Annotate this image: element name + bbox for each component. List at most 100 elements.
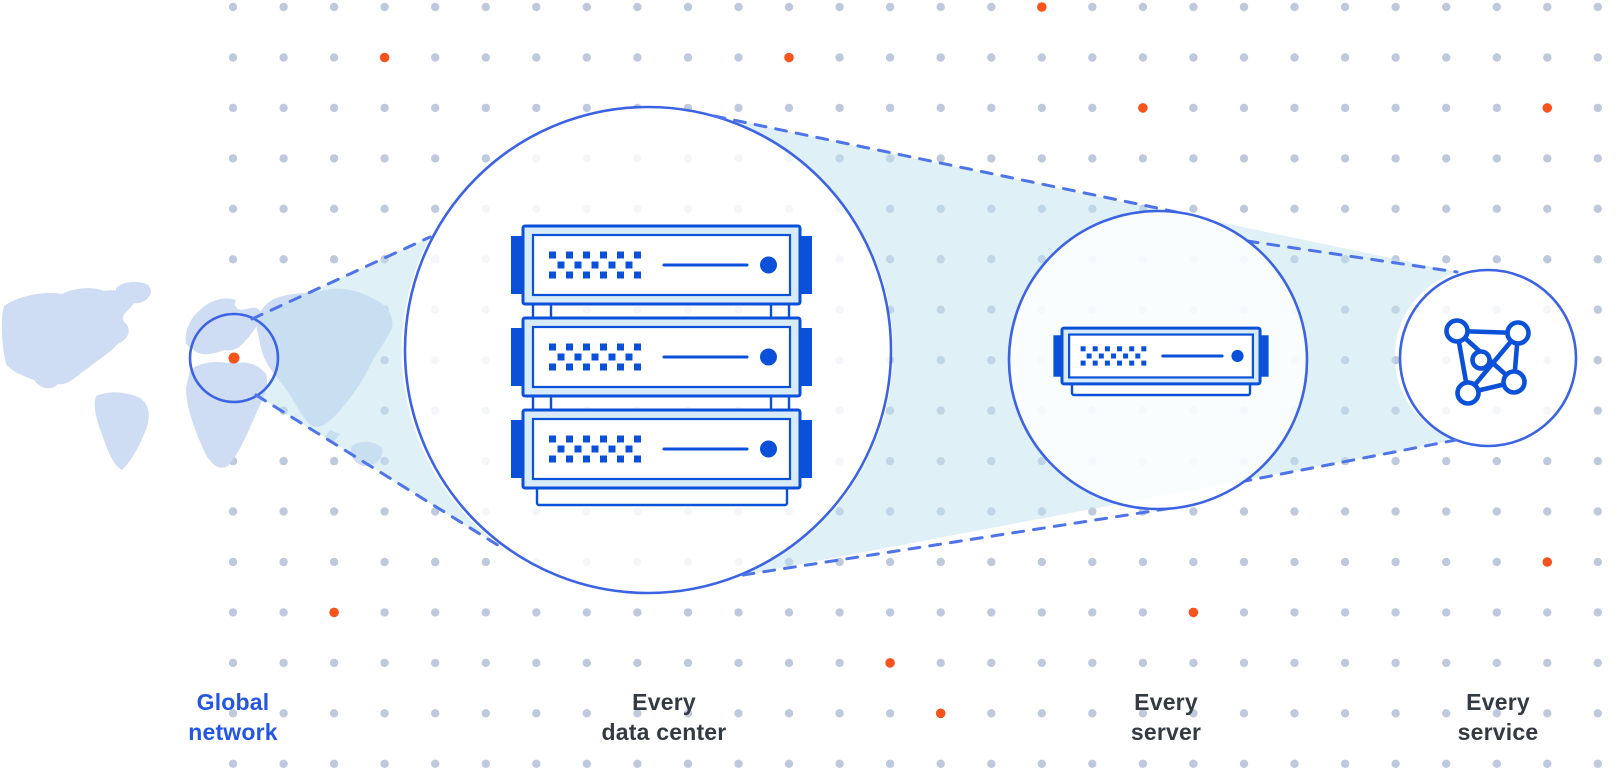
grid-dot — [329, 255, 339, 264]
grid-dot — [1442, 255, 1451, 264]
grid-dot — [633, 759, 642, 768]
grid-dot — [1593, 103, 1603, 113]
grid-dot — [380, 204, 389, 213]
grid-dot — [1239, 2, 1249, 12]
grid-dot — [1593, 759, 1603, 768]
grid-dot — [835, 2, 844, 12]
grid-dot — [1290, 154, 1299, 163]
grid-dot — [532, 709, 541, 718]
grid-dot — [1593, 456, 1603, 466]
grid-dot — [734, 103, 743, 113]
grid-dot — [987, 759, 996, 768]
grid-dot — [1442, 557, 1451, 567]
rack-server-unit — [511, 224, 812, 306]
grid-dot — [936, 557, 945, 567]
grid-dot — [885, 608, 895, 617]
location-marker-dot — [228, 352, 240, 364]
grid-dot — [936, 53, 945, 62]
grid-dot — [1189, 204, 1198, 213]
grid-dot — [1543, 709, 1552, 718]
grid-dot — [987, 53, 996, 62]
grid-dot — [532, 2, 541, 12]
grid-dot — [228, 103, 238, 113]
mesh-node — [1501, 369, 1527, 395]
grid-dot — [1340, 759, 1350, 768]
grid-dot — [329, 204, 339, 213]
grid-dot — [1290, 759, 1299, 768]
grid-dot — [1189, 103, 1198, 113]
grid-dot — [380, 658, 389, 668]
grid-dot — [1543, 456, 1552, 466]
grid-dot — [532, 53, 541, 62]
mesh-node — [1444, 318, 1470, 344]
rack-server-unit — [511, 408, 812, 490]
grid-dot — [431, 759, 440, 768]
grid-dot — [1189, 2, 1198, 12]
grid-dot — [1088, 608, 1097, 617]
accent-dot — [1542, 103, 1553, 113]
grid-dot — [633, 2, 642, 12]
grid-dot — [1239, 154, 1249, 163]
grid-dot — [1492, 204, 1502, 213]
accent-dot — [1542, 557, 1553, 567]
caption-every-service: Every service — [1457, 689, 1539, 745]
grid-dot — [1492, 557, 1502, 567]
grid-dot — [734, 53, 743, 62]
grid-dot — [1290, 103, 1299, 113]
grid-dot — [1290, 53, 1299, 62]
grid-dot — [279, 507, 288, 516]
grid-dot — [1391, 658, 1400, 668]
grid-dot — [279, 557, 288, 567]
grid-dot — [582, 658, 591, 668]
grid-dot — [1492, 608, 1502, 617]
grid-dot — [784, 2, 794, 12]
grid-dot — [1593, 557, 1603, 567]
grid-dot — [885, 557, 895, 567]
grid-dot — [1442, 154, 1451, 163]
grid-dot — [1593, 154, 1603, 163]
grid-dot — [885, 759, 895, 768]
grid-dot — [885, 709, 895, 718]
grid-dot — [683, 709, 693, 718]
grid-dot — [1593, 255, 1603, 264]
grid-dot — [936, 759, 945, 768]
grid-dot — [1088, 53, 1097, 62]
mesh-node — [1470, 349, 1492, 371]
rack-server-unit — [511, 316, 812, 398]
accent-dot — [1037, 2, 1047, 12]
grid-dot — [885, 53, 895, 62]
grid-dot — [633, 709, 642, 718]
grid-dot — [431, 154, 440, 163]
grid-dot — [1593, 658, 1603, 668]
dashed-line-map-top — [250, 235, 432, 321]
grid-dot — [431, 709, 440, 718]
grid-dot — [481, 154, 490, 163]
grid-dot — [1340, 103, 1350, 113]
dashed-line-map-bottom — [254, 393, 506, 551]
grid-dot — [1239, 608, 1249, 617]
grid-dot — [1290, 507, 1299, 516]
grid-dot — [1543, 255, 1552, 264]
grid-dot — [1442, 456, 1451, 466]
grid-dot — [1088, 759, 1097, 768]
grid-dot — [431, 103, 440, 113]
grid-dot — [329, 658, 339, 668]
grid-dot — [431, 204, 440, 213]
grid-dot — [1492, 759, 1502, 768]
grid-dot — [1239, 557, 1249, 567]
grid-dot — [936, 103, 945, 113]
continent-africa — [186, 362, 268, 468]
grid-dot — [1442, 658, 1451, 668]
grid-dot — [1239, 658, 1249, 668]
accent-dot — [1188, 607, 1199, 618]
grid-dot — [582, 53, 591, 62]
grid-dot — [1088, 557, 1097, 567]
grid-dot — [1593, 204, 1603, 213]
grid-dot — [1088, 709, 1097, 718]
grid-dot — [228, 709, 238, 718]
grid-dot — [987, 658, 996, 668]
grid-dot — [633, 53, 642, 62]
grid-dot — [1189, 709, 1198, 718]
grid-dot — [683, 658, 693, 668]
